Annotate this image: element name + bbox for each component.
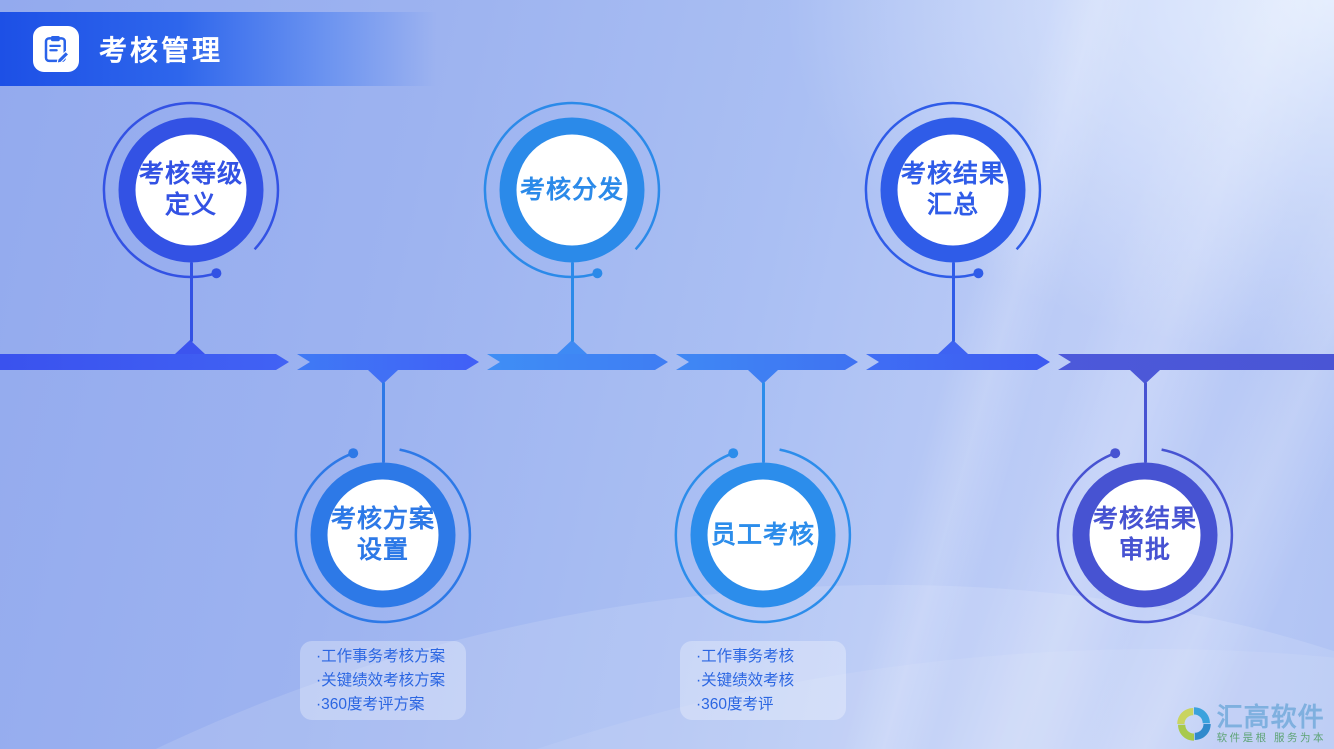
vendor-logo: 汇高软件 软件是根 服务为本 xyxy=(1175,704,1326,744)
node-label-line: 员工考核 xyxy=(710,520,815,549)
connector-line xyxy=(570,262,574,342)
timeline-segment-2 xyxy=(297,354,479,370)
node-label-line: 汇总 xyxy=(926,191,979,219)
node-label-line: 考核结果 xyxy=(1092,505,1197,533)
node-label: 考核等级 定义 xyxy=(101,100,281,280)
node-label-line: 考核结果 xyxy=(900,160,1005,188)
timeline-segment-5 xyxy=(866,354,1050,370)
timeline-segment-1 xyxy=(0,354,289,370)
vendor-tagline: 软件是根 服务为本 xyxy=(1216,731,1326,744)
employee-assessment-detail-box: ·工作事务考核 ·关键绩效考核 ·360度考评 xyxy=(680,641,846,720)
node-label: 考核方案 设置 xyxy=(293,445,473,625)
node-assessment-grade-definition: 考核等级 定义 xyxy=(101,100,281,280)
node-ring xyxy=(102,101,280,279)
branch-triangle-up xyxy=(557,340,587,354)
branch-triangle-up xyxy=(175,340,205,354)
connector-line xyxy=(761,382,765,463)
connector-line xyxy=(189,262,193,342)
branch-triangle-down xyxy=(748,370,778,384)
detail-item: ·工作事务考核方案 xyxy=(316,647,446,665)
node-employee-assessment: 员工考核 xyxy=(673,445,853,625)
page-title: 考核管理 xyxy=(99,35,224,66)
node-label: 考核结果 审批 xyxy=(1055,445,1235,625)
node-label-line: 定义 xyxy=(164,191,217,219)
node-label: 考核分发 xyxy=(482,100,662,280)
header-banner: 考核管理 xyxy=(0,12,450,86)
clipboard-pencil-icon xyxy=(33,26,79,72)
node-ring xyxy=(483,101,661,279)
node-label: 考核结果 汇总 xyxy=(863,100,1043,280)
node-label-line: 考核等级 xyxy=(138,160,243,188)
node-label-line: 考核分发 xyxy=(519,175,624,204)
branch-triangle-down xyxy=(1130,370,1160,384)
node-label: 员工考核 xyxy=(673,445,853,625)
node-ring xyxy=(674,448,852,624)
detail-item: ·360度考评方案 xyxy=(316,695,425,713)
node-assessment-distribution: 考核分发 xyxy=(482,100,662,280)
timeline-segment-3 xyxy=(487,354,668,370)
node-label-line: 设置 xyxy=(356,536,409,564)
timeline-segment-4 xyxy=(676,354,858,370)
plan-setup-detail-box: ·工作事务考核方案 ·关键绩效考核方案 ·360度考评方案 xyxy=(300,641,466,720)
node-label-line: 考核方案 xyxy=(330,505,435,533)
detail-item: ·工作事务考核 xyxy=(696,647,795,665)
node-ring xyxy=(1056,448,1234,624)
branch-triangle-down xyxy=(368,370,398,384)
detail-item: ·360度考评 xyxy=(696,695,774,713)
vendor-name: 汇高软件 xyxy=(1216,701,1325,732)
node-label-line: 审批 xyxy=(1118,536,1171,564)
connector-line xyxy=(1143,382,1147,463)
node-ring xyxy=(294,448,472,624)
timeline-segment-6 xyxy=(1058,354,1334,370)
node-assessment-result-summary: 考核结果 汇总 xyxy=(863,100,1043,280)
detail-item: ·关键绩效考核 xyxy=(696,671,795,689)
connector-line xyxy=(951,262,955,342)
detail-item: ·关键绩效考核方案 xyxy=(316,671,446,689)
node-ring xyxy=(864,101,1042,279)
branch-triangle-up xyxy=(938,340,968,354)
connector-line xyxy=(381,382,385,463)
node-assessment-plan-setup: 考核方案 设置 xyxy=(293,445,473,625)
node-assessment-result-approval: 考核结果 审批 xyxy=(1055,445,1235,625)
pinwheel-logo-icon xyxy=(1176,707,1211,741)
